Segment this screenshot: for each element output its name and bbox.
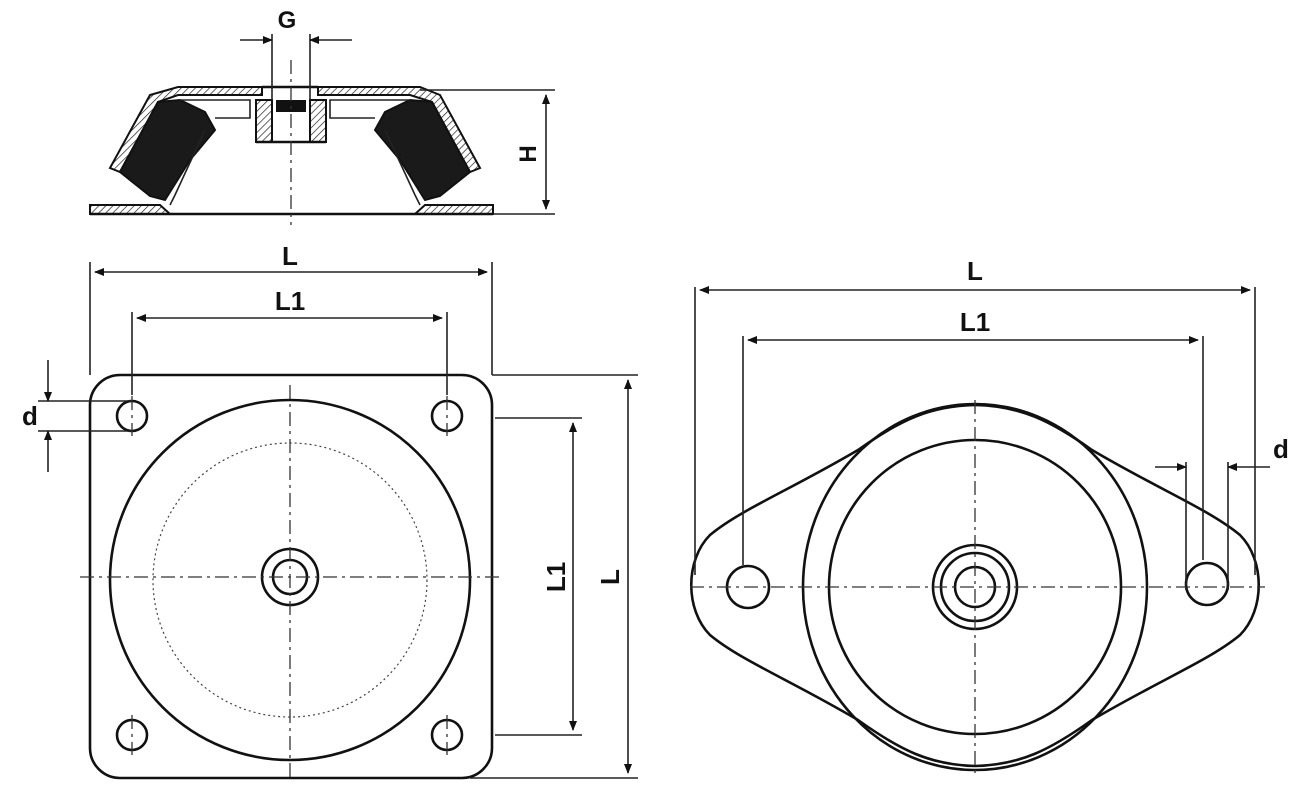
inner-cone-right: [384, 129, 421, 206]
base-flange-right: [412, 204, 494, 215]
inner-cone-left: [169, 129, 206, 206]
oval-hole-right: [1184, 561, 1230, 607]
rubber-right: [373, 98, 472, 202]
rubber-left: [118, 98, 217, 202]
outer-body-circle: [108, 398, 472, 762]
square-top-view: L L1 d L1 L: [22, 241, 638, 780]
bush-right: [309, 99, 327, 143]
oval-d-label: d: [1273, 434, 1289, 464]
oval-top-view: L L1 d: [690, 256, 1289, 775]
l1-label: L1: [275, 286, 305, 316]
side-l-label: L: [595, 569, 625, 585]
bush-left: [255, 99, 273, 143]
side-section-view: G H: [89, 7, 555, 225]
oval-l1-label: L1: [960, 307, 990, 337]
inner-plate: [180, 99, 410, 119]
g-label: G: [278, 7, 297, 34]
oval-l-label: L: [967, 256, 983, 286]
base-flange: [89, 204, 173, 215]
l-label: L: [282, 241, 298, 271]
h-label: H: [515, 145, 542, 162]
side-l1-label: L1: [541, 562, 571, 592]
d-label: d: [22, 401, 38, 431]
